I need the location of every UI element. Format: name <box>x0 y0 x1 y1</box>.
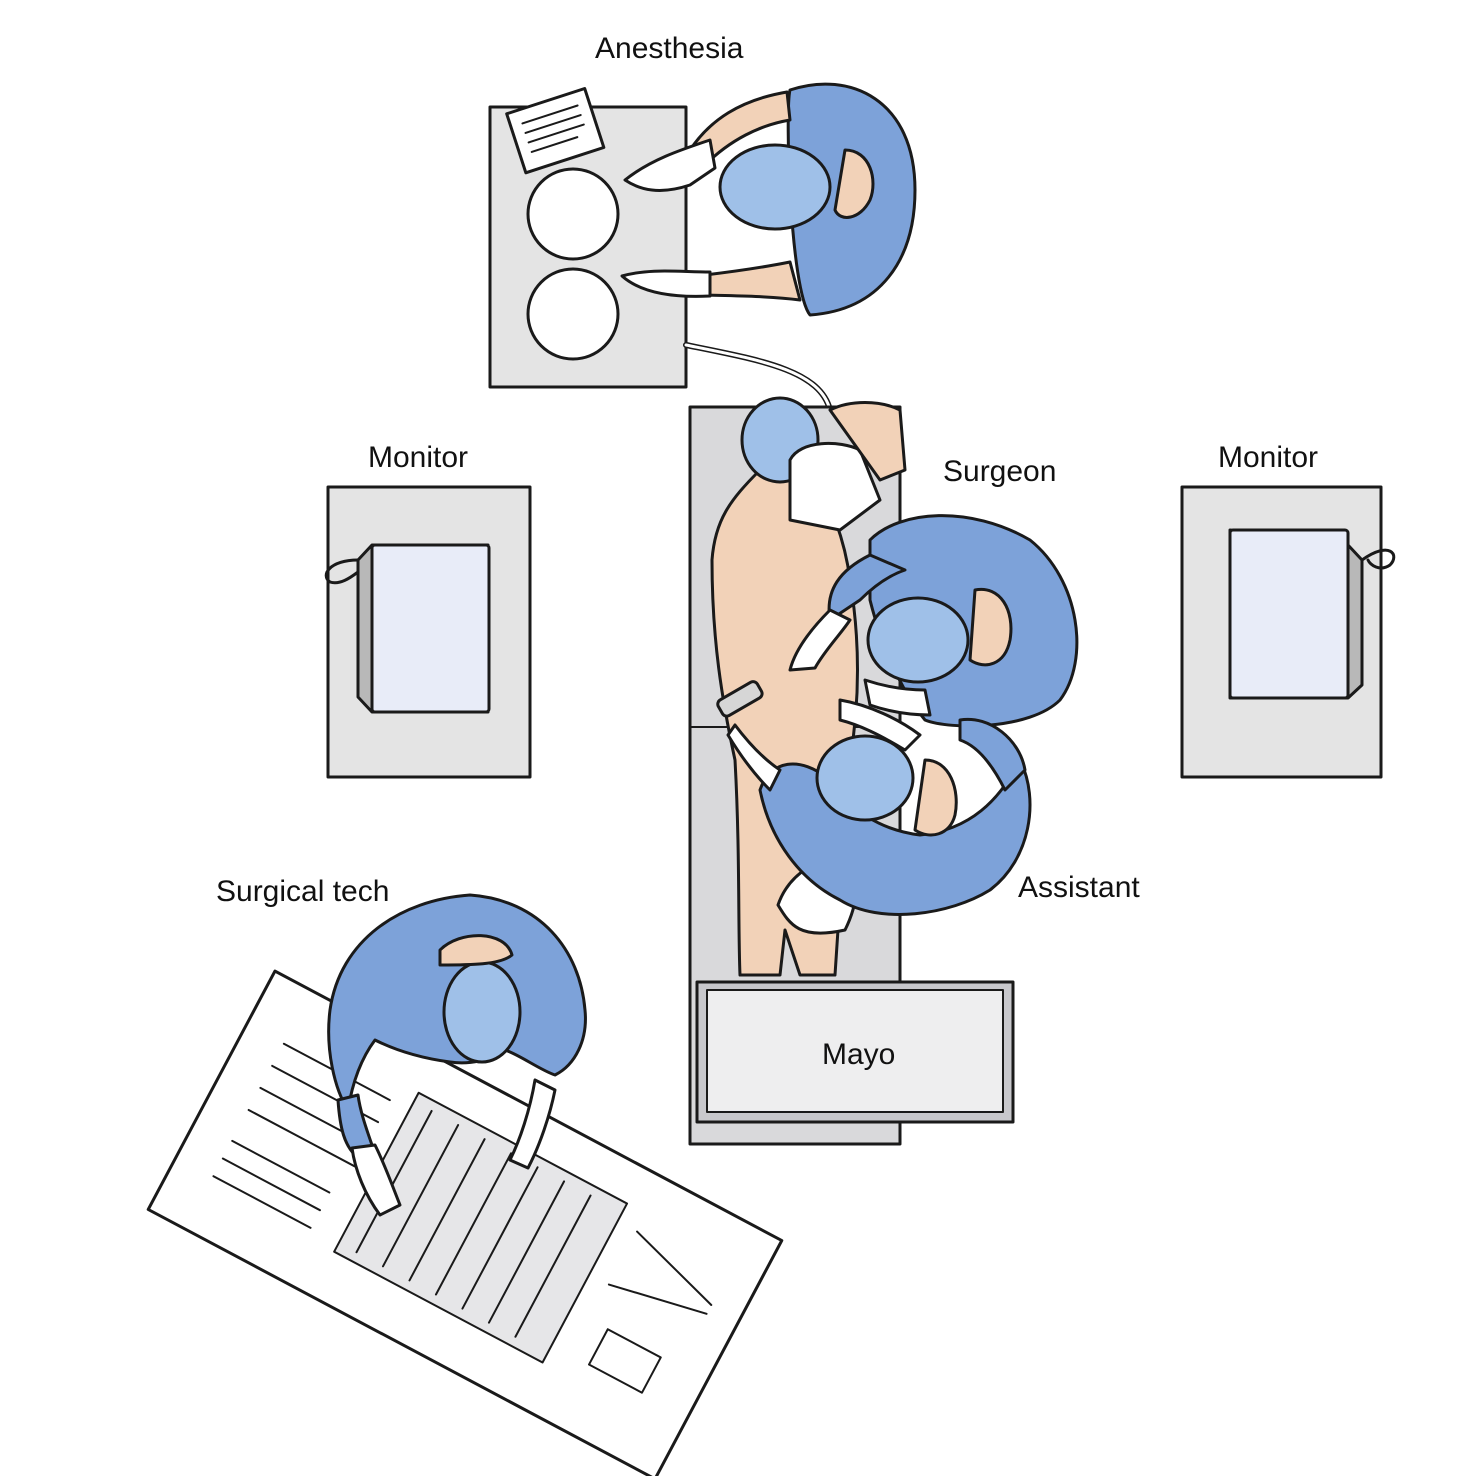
anesthesia-dial-top <box>528 169 618 259</box>
anesthesiologist-cap <box>720 145 830 229</box>
monitor-left <box>326 487 530 777</box>
anesthesia-station <box>490 84 915 410</box>
assistant-cap <box>817 736 913 820</box>
anesthesia-dial-bottom <box>528 269 618 359</box>
monitor-right-screen <box>1230 530 1348 698</box>
monitor-left-screen <box>372 545 489 712</box>
label-anesthesia: Anesthesia <box>595 34 743 64</box>
surgeon-cap <box>868 598 968 682</box>
label-surgeon: Surgeon <box>943 457 1056 487</box>
label-surgical-tech: Surgical tech <box>216 877 389 907</box>
label-assistant: Assistant <box>1018 873 1140 903</box>
back-table-area <box>148 895 782 1476</box>
label-monitor-right: Monitor <box>1218 443 1318 473</box>
label-mayo: Mayo <box>822 1040 895 1070</box>
label-monitor-left: Monitor <box>368 443 468 473</box>
monitor-right <box>1182 487 1394 777</box>
tech-cap <box>444 962 520 1062</box>
breathing-tube <box>686 345 830 410</box>
